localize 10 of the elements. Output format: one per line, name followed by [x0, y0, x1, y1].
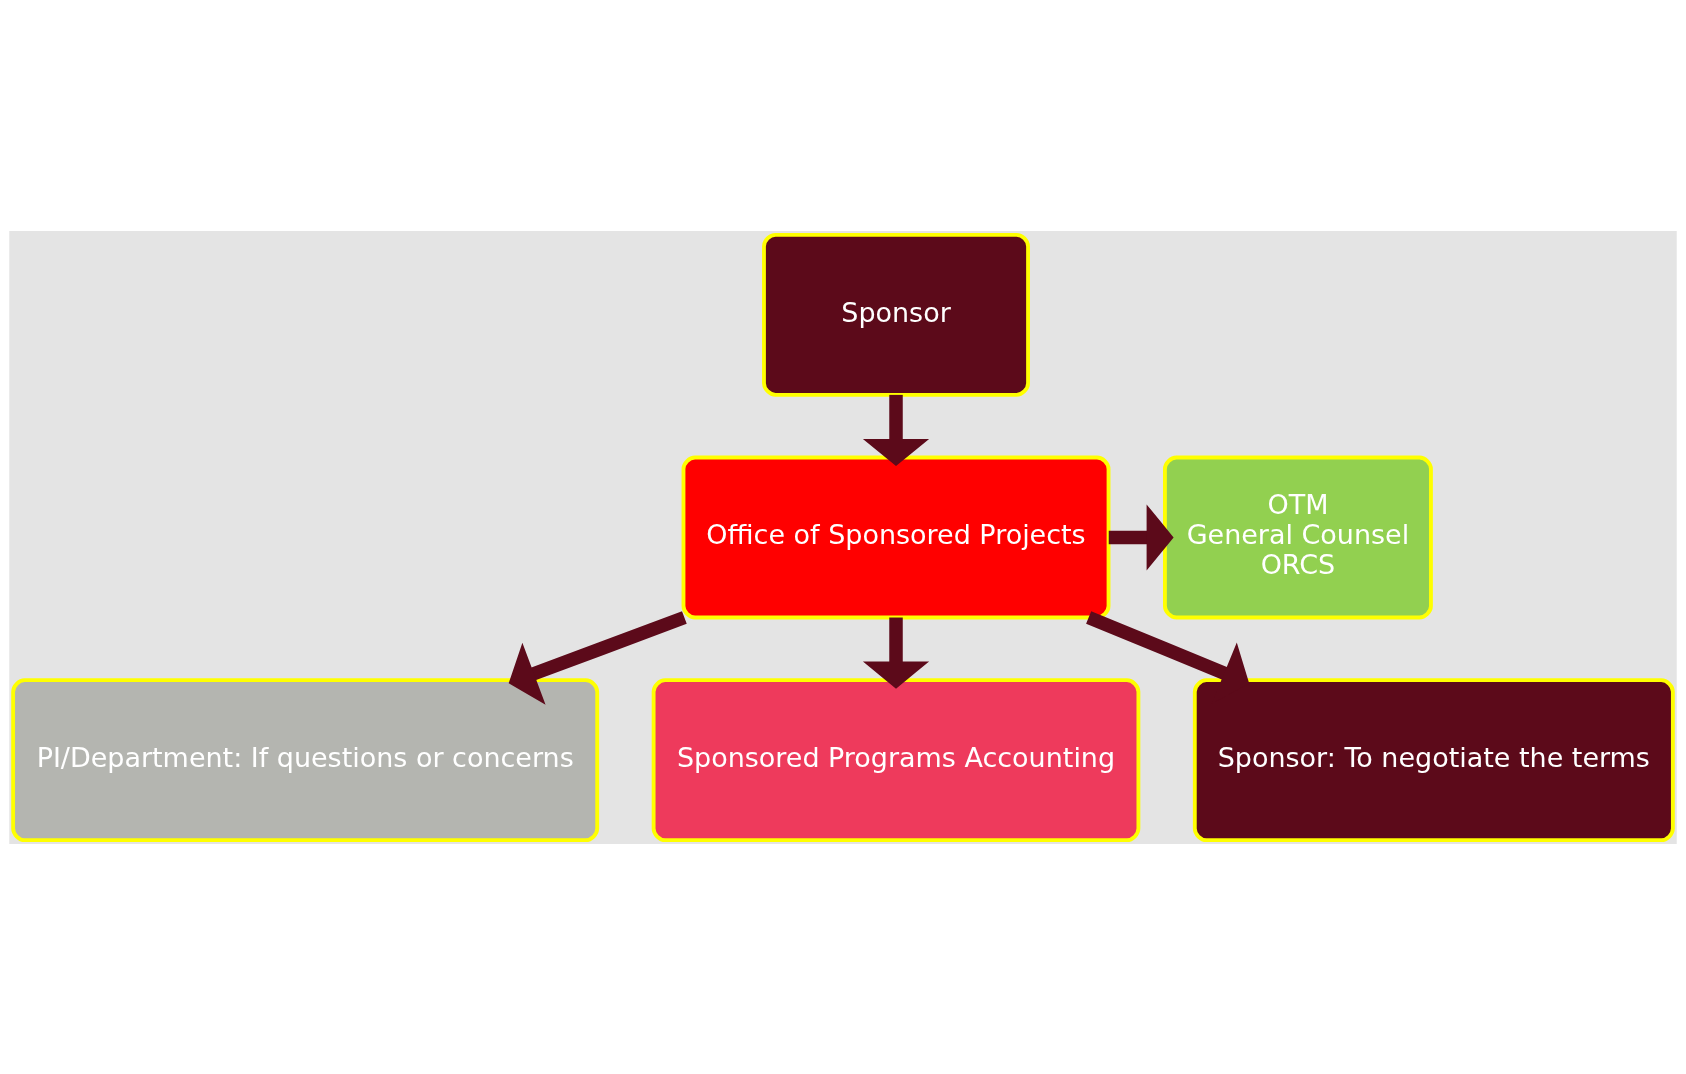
- arrow: [862, 617, 930, 689]
- node-box: Sponsor: [762, 232, 1030, 397]
- node-box: PI/Department: If questions or concerns: [11, 677, 600, 842]
- node-box: Office of Sponsored Projects: [681, 455, 1111, 619]
- node-box: Sponsor: To negotiate the terms: [1192, 677, 1675, 842]
- arrow: [862, 394, 930, 466]
- arrow: [1108, 503, 1174, 571]
- node-box: OTM General Counsel ORCS: [1163, 455, 1433, 619]
- arrow: [508, 610, 687, 705]
- node-box: Sponsored Programs Accounting: [651, 677, 1141, 842]
